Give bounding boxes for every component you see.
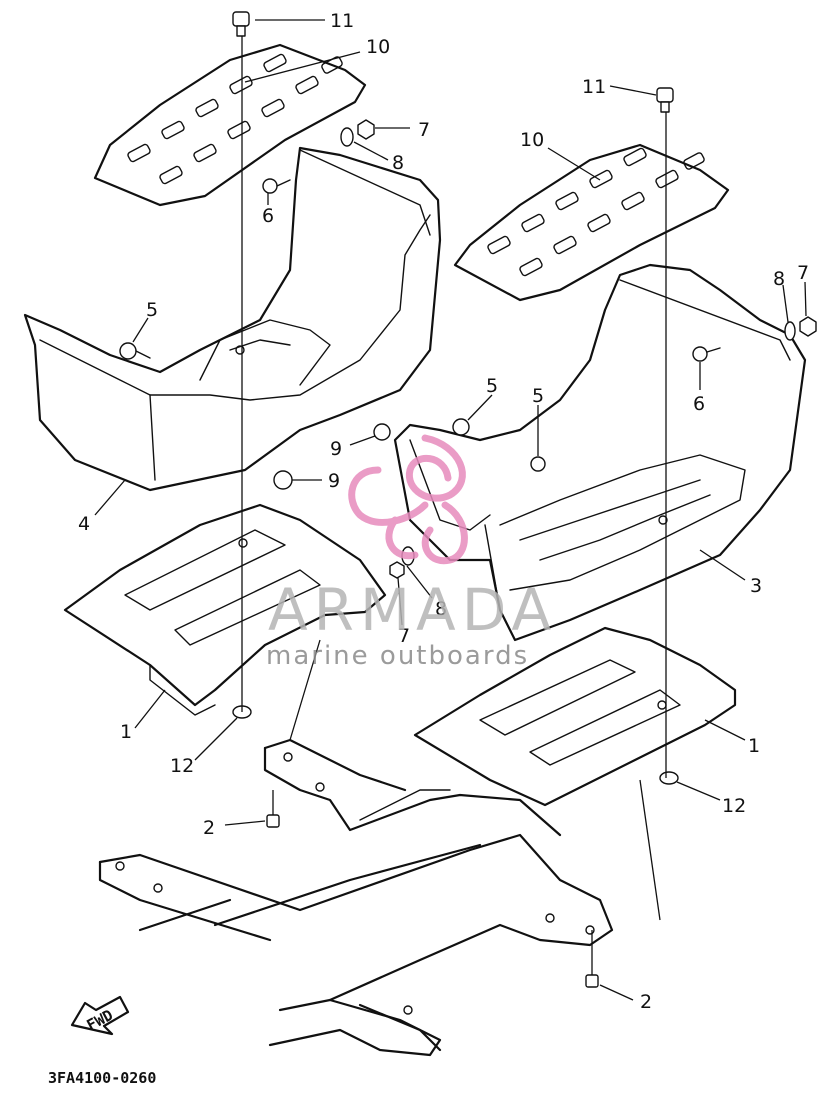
foot-plate-right-part — [453, 143, 730, 302]
callout-6-b: 6 — [693, 393, 705, 415]
bolt-11-right — [656, 87, 674, 113]
washer-8-a — [340, 127, 354, 147]
assembly-lines — [241, 36, 667, 975]
nut-9-b — [273, 470, 293, 490]
bolt-6-a — [262, 178, 291, 194]
callout-12-right: 12 — [722, 795, 746, 817]
foot-plate-left-part — [93, 43, 367, 207]
bolt-5-a — [119, 342, 151, 360]
callout-10-left: 10 — [366, 36, 390, 58]
washer-8-b — [784, 321, 796, 341]
bolt-5-b — [452, 418, 470, 436]
bolt-6-b — [692, 346, 721, 362]
nut-9-a — [373, 423, 391, 441]
nut-7-a — [357, 119, 375, 140]
callout-1-left: 1 — [120, 721, 132, 743]
guard-right-part — [413, 626, 737, 807]
nut-7-b — [799, 316, 817, 337]
callout-9-a: 9 — [330, 438, 342, 460]
callout-6-a: 6 — [262, 205, 274, 227]
watermark-logo — [348, 434, 468, 565]
fwd-direction-arrow: FWD — [70, 995, 130, 1036]
callout-4: 4 — [78, 513, 90, 535]
callout-5-a: 5 — [146, 299, 158, 321]
guard-left-part — [63, 503, 387, 716]
callout-10-right: 10 — [520, 129, 544, 151]
nut-7-c — [389, 561, 405, 579]
drawing-code: 3FA4100-0260 — [48, 1069, 156, 1087]
callout-labels: 11 10 7 8 6 5 11 10 7 8 6 5 5 9 9 4 8 7 … — [78, 10, 809, 1013]
callout-3: 3 — [750, 575, 762, 597]
hardware-items — [119, 11, 817, 988]
callout-2-left: 2 — [203, 817, 215, 839]
callout-8-c: 8 — [435, 598, 447, 620]
callout-2-right: 2 — [640, 991, 652, 1013]
callout-7-c: 7 — [398, 625, 410, 647]
callout-8-a: 8 — [392, 152, 404, 174]
watermark: ARMADA marine outboards — [266, 434, 557, 671]
bolt-11-left — [232, 11, 250, 37]
callout-9-b: 9 — [328, 470, 340, 492]
frame-part — [98, 738, 614, 1057]
bolt-2-b — [585, 974, 599, 988]
callout-leaders — [94, 19, 807, 1001]
callout-8-b: 8 — [773, 268, 785, 290]
callout-5-b: 5 — [486, 375, 498, 397]
watermark-tagline: marine outboards — [266, 641, 529, 671]
callout-11-left: 11 — [330, 10, 354, 32]
bolt-2-a — [266, 814, 280, 828]
watermark-brand: ARMADA — [268, 576, 557, 644]
grommet-12-b — [659, 771, 679, 785]
callout-1-right: 1 — [748, 735, 760, 757]
bolt-5-c — [530, 456, 546, 472]
callout-11-right: 11 — [582, 76, 606, 98]
callout-12-left: 12 — [170, 755, 194, 777]
callout-7-a: 7 — [418, 119, 430, 141]
callout-5-c: 5 — [532, 385, 544, 407]
callout-7-b: 7 — [797, 262, 809, 284]
